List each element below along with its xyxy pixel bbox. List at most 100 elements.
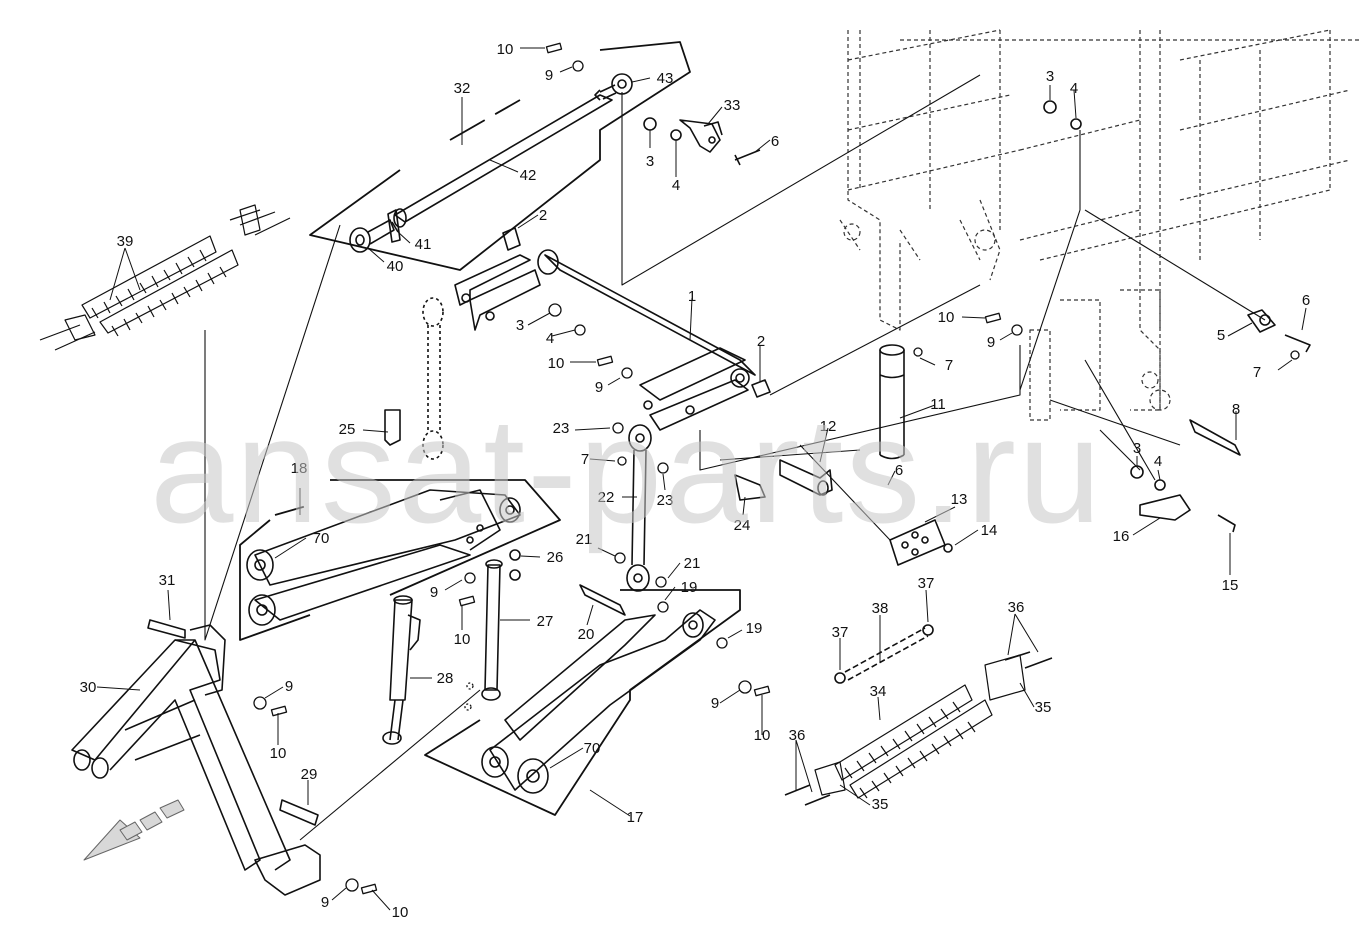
callout-label: 27 [537,613,554,630]
callout-label: 9 [987,334,995,351]
callout-label: 21 [576,531,593,548]
pin-24 [734,474,766,501]
callout-label: 2 [539,207,547,224]
callout-label: 10 [548,355,565,372]
callout-label: 9 [321,894,329,911]
callout-label: 12 [820,418,837,435]
callout-label: 30 [80,679,97,696]
spring-39 [39,204,291,351]
callout-label: 21 [684,555,701,572]
pin-20 [579,584,626,616]
plate-13 [889,519,946,566]
callout-label: 5 [1217,327,1225,344]
washer-26b [509,569,521,581]
callout-label: 29 [301,766,318,783]
washer-4-top [670,129,682,141]
pin-31 [147,619,186,639]
callout-label: 70 [584,740,601,757]
link-22 [626,424,652,592]
nut-3-upper [1043,100,1057,114]
callout-label: 33 [724,97,741,114]
arm-18 [246,489,521,626]
callout-label: 2 [757,333,765,350]
callout-label: 25 [339,421,356,438]
callout-label: 34 [870,683,887,700]
callout-label: 10 [270,745,287,762]
washer-4-upper [1070,118,1082,130]
direction-arrow-icon [83,799,185,861]
callout-label: 23 [657,492,674,509]
callout-label: 7 [581,451,589,468]
callout-label: 17 [627,809,644,826]
callout-label: 32 [454,80,471,97]
group-outline-17 [424,589,741,816]
bracket-33 [679,119,723,153]
shaft-1 [454,249,756,431]
bolt-6-right [1284,334,1311,353]
callout-label: 9 [711,695,719,712]
callout-label: 15 [1222,577,1239,594]
callout-label: 36 [1008,599,1025,616]
pin-12 [779,459,833,496]
callout-label: 19 [746,620,763,637]
washer-26a [509,549,521,561]
callout-label: 43 [657,70,674,87]
callout-label: 14 [981,522,998,539]
chain-38 [844,627,929,681]
callout-label: 10 [938,309,955,326]
hanging-link [422,297,444,460]
callout-label: 35 [1035,699,1052,716]
callout-label: 35 [872,796,889,813]
callout-label: 28 [437,670,454,687]
bush-2-right [751,379,771,398]
nut-3-top [643,117,657,131]
callout-label: 16 [1113,528,1130,545]
callout-label: 42 [520,167,537,184]
callout-label: 7 [945,357,953,374]
clip-37a [834,672,846,684]
nut-3-right [1130,465,1144,479]
pin-8 [1189,419,1241,456]
callout-label: 10 [497,41,514,58]
clip-37b [922,624,934,636]
callout-label: 36 [789,727,806,744]
strut-27 [481,559,503,701]
callout-leaders [96,47,1307,911]
bolts-36-top [1004,651,1053,669]
rod-end-43 [594,73,633,101]
bolts-36-bottom [784,784,831,806]
callout-label: 6 [771,133,779,150]
callout-label: 70 [313,530,330,547]
pin-29 [279,799,319,826]
callout-label: 9 [545,67,553,84]
arm-17 [481,609,716,794]
callout-label: 4 [1154,453,1162,470]
callout-label: 26 [547,549,564,566]
callout-label: 9 [430,584,438,601]
callout-label: 20 [578,626,595,643]
pin-5 [1247,309,1276,333]
a-frame-30 [71,624,321,896]
callout-label: 4 [672,177,680,194]
bush-2-top [502,227,521,251]
bolt-15 [1217,514,1236,533]
callout-label: 8 [1232,401,1240,418]
rod-end-40 [349,219,399,253]
callout-label: 10 [392,904,409,921]
callout-label: 11 [930,396,946,413]
bracket-16 [1139,494,1191,521]
spring-34 [814,654,1026,799]
callout-label: 1 [688,288,696,305]
callout-labels: 10 9 43 32 33 3 4 6 42 3 4 39 2 41 40 1 … [80,41,1311,921]
callout-label: 10 [754,727,771,744]
callout-label: 3 [516,317,524,334]
callout-label: 24 [734,517,751,534]
callout-label: 6 [1302,292,1310,309]
callout-label: 3 [646,153,654,170]
callout-label: 10 [454,631,471,648]
pin-41 [387,209,401,243]
callout-label: 6 [895,462,903,479]
machine-frame [839,29,1360,421]
callout-label: 19 [681,579,698,596]
